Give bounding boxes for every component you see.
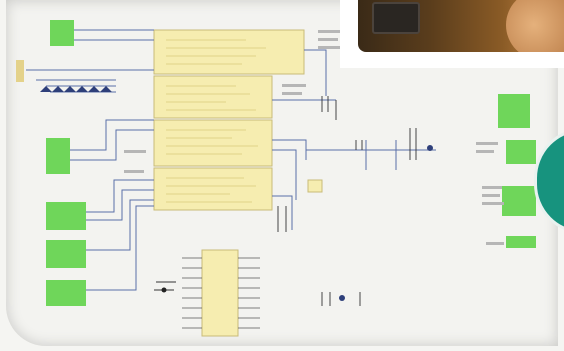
lower-ic — [182, 249, 260, 337]
device-in-photo — [372, 2, 420, 34]
hand-in-photo — [506, 0, 564, 52]
schematic-drawing — [16, 20, 536, 337]
photo-thumbnail — [340, 0, 564, 68]
connector-1 — [50, 20, 74, 46]
left-connectors — [16, 20, 86, 306]
connector-r1 — [498, 94, 530, 128]
connector-4 — [46, 240, 86, 268]
crystal — [307, 179, 323, 193]
passives — [154, 96, 433, 306]
ic-section-4 — [153, 167, 273, 211]
ic-section-1 — [153, 29, 305, 75]
diode-row — [40, 86, 112, 92]
main-ic-block — [153, 29, 305, 211]
right-connectors — [307, 94, 536, 248]
connector-3 — [46, 202, 86, 230]
connector-6 — [16, 60, 24, 82]
wires — [26, 29, 436, 291]
connector-2 — [46, 138, 70, 174]
ic-section-3 — [153, 119, 273, 167]
connector-r4 — [506, 236, 536, 248]
connector-r3 — [502, 186, 536, 216]
ic-section-2 — [153, 75, 273, 119]
net-labels — [124, 30, 504, 245]
connector-5 — [46, 280, 86, 306]
photo-image — [358, 0, 564, 52]
connector-r2 — [506, 140, 536, 164]
